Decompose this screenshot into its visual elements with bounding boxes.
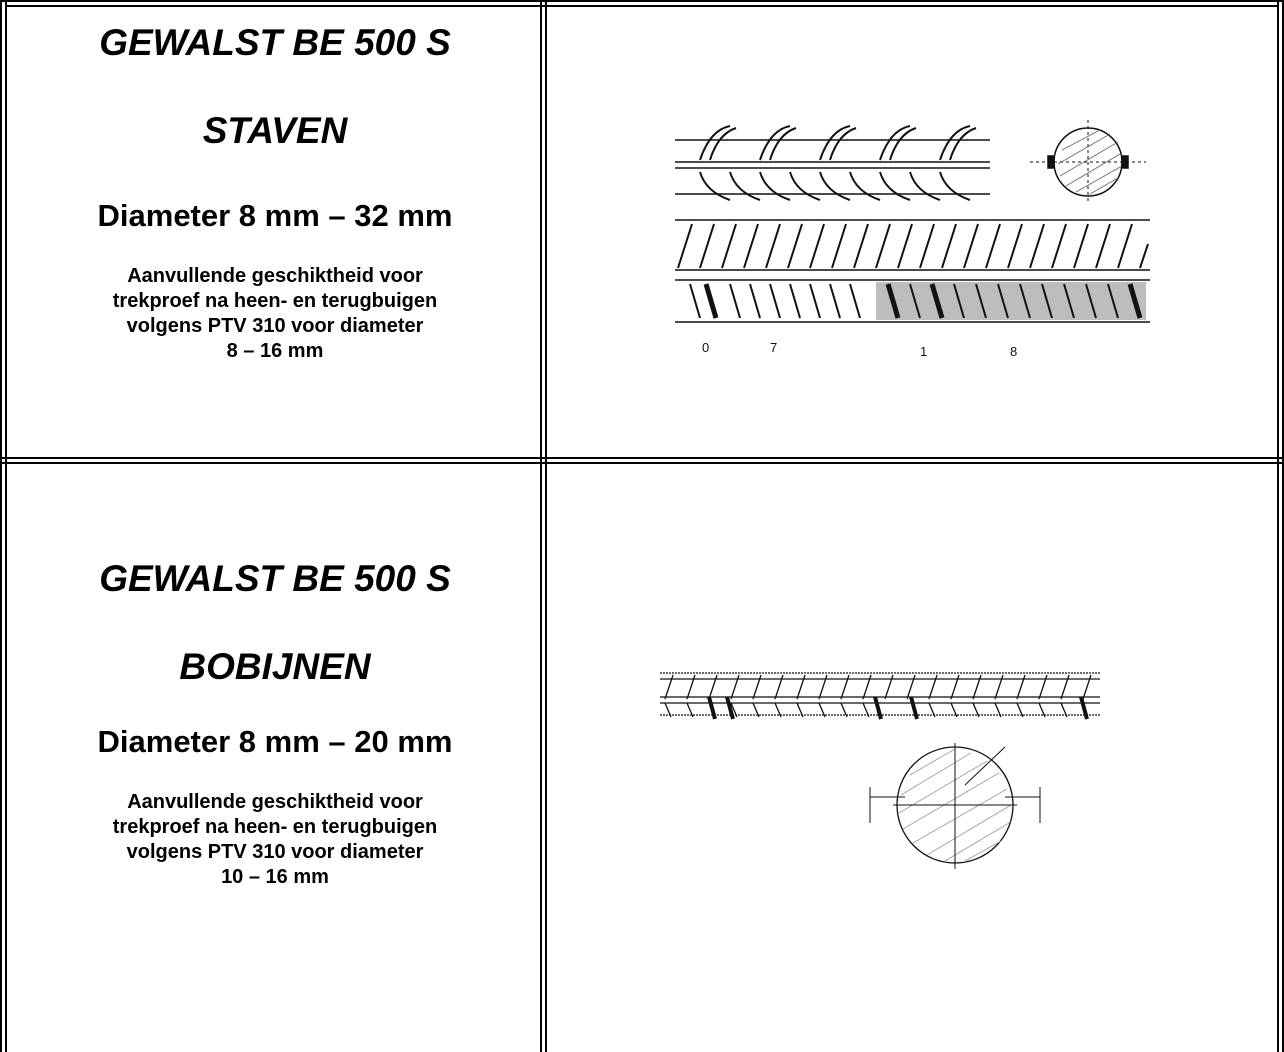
row-divider-a	[0, 457, 1284, 459]
left-border-outer	[0, 0, 2, 1052]
row2-note-line: 10 – 16 mm	[221, 866, 329, 888]
row2-title: GEWALST BE 500 S	[99, 558, 451, 599]
row2-note-line: trekproef na heen- en terugbuigen	[112, 816, 438, 838]
top-border-inner	[5, 5, 1279, 7]
drawing-label: 1	[920, 344, 927, 359]
row1-note-line: volgens PTV 310 voor diameter	[126, 315, 424, 337]
row1-note: Aanvullende geschiktheid voor trekproef …	[10, 264, 540, 364]
row2-note-line: Aanvullende geschiktheid voor	[127, 791, 423, 813]
ribbed-bar-drawing: 0 7 1 8	[675, 120, 1150, 359]
drawing-label: 7	[770, 340, 777, 355]
right-border-inner	[1277, 0, 1279, 1052]
row1-note-line: trekproef na heen- en terugbuigen	[112, 290, 438, 312]
row1-text-cell: GEWALST BE 500 S STAVEN Diameter 8 mm – …	[10, 22, 540, 364]
drawing-label: 8	[1010, 344, 1017, 359]
top-border-outer	[0, 0, 1284, 2]
row1-diameter: Diameter 8 mm – 32 mm	[97, 198, 453, 233]
row2-text-cell: GEWALST BE 500 S BOBIJNEN Diameter 8 mm …	[10, 558, 540, 890]
row2-note-line: volgens PTV 310 voor diameter	[126, 841, 424, 863]
row-divider-b	[0, 462, 1284, 464]
coil-bar-drawing	[660, 672, 1100, 869]
column-divider-a	[540, 0, 542, 1052]
row1-note-line: Aanvullende geschiktheid voor	[127, 265, 423, 287]
column-divider-b	[545, 0, 547, 1052]
row2-note: Aanvullende geschiktheid voor trekproef …	[10, 790, 540, 890]
drawing-label: 0	[702, 340, 709, 355]
left-border-inner	[5, 0, 7, 1052]
right-border-outer	[1282, 0, 1284, 1052]
row2-diameter: Diameter 8 mm – 20 mm	[97, 724, 453, 759]
row1-subtitle: STAVEN	[202, 110, 348, 151]
row1-note-line: 8 – 16 mm	[226, 340, 324, 362]
row2-subtitle: BOBIJNEN	[179, 646, 371, 687]
row1-title: GEWALST BE 500 S	[99, 22, 451, 63]
